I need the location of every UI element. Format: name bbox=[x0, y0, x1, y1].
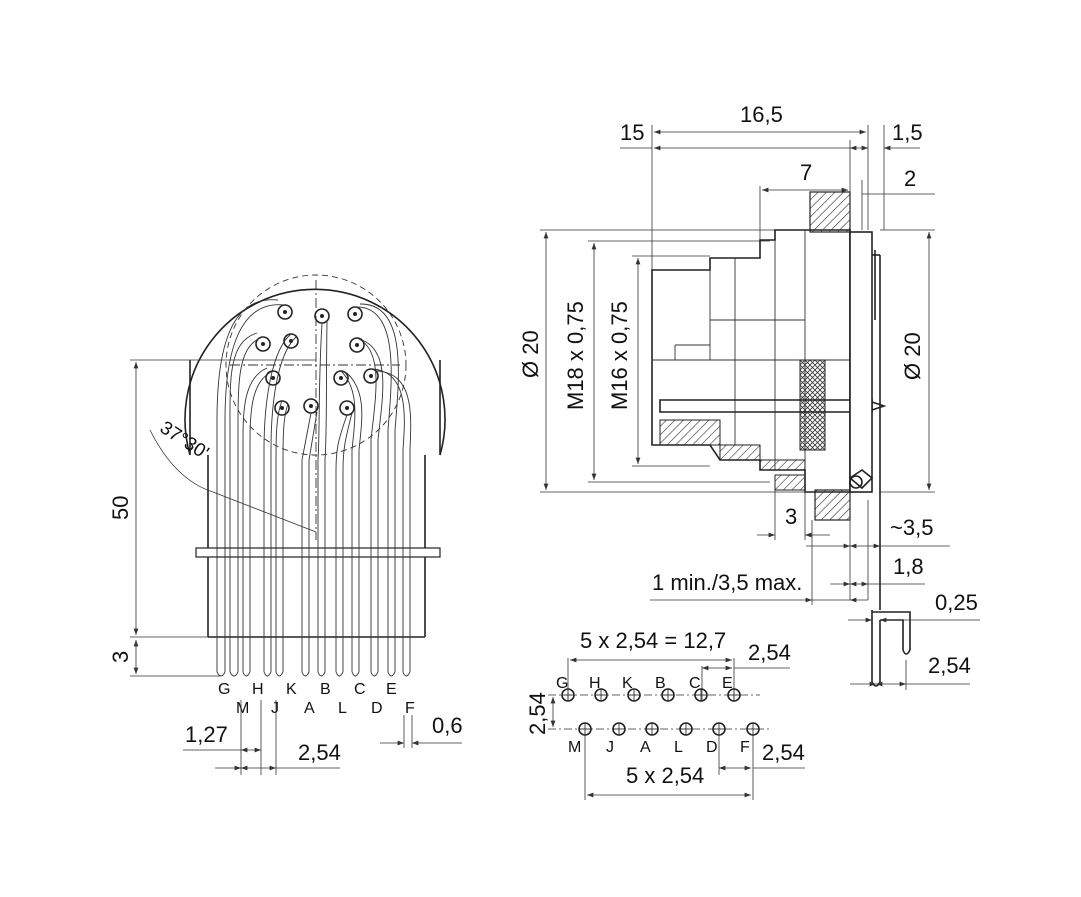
pad-label-g: G bbox=[556, 675, 568, 692]
pin-label-l: L bbox=[338, 700, 347, 717]
dim-footprint-bottom: 5 x 2,54 bbox=[626, 763, 704, 788]
pad-label-j: J bbox=[606, 739, 614, 756]
pad-label-e: E bbox=[722, 675, 733, 692]
dim-total: 16,5 bbox=[740, 102, 783, 127]
pad-label-m: M bbox=[568, 739, 581, 756]
pin-labels: G H K B C E M J A L D F bbox=[218, 681, 415, 717]
dim-footprint-top: 5 x 2,54 = 12,7 bbox=[580, 628, 726, 653]
pin-label-c: C bbox=[354, 681, 366, 698]
dim-15: 15 bbox=[620, 120, 644, 145]
dim-footprint-row: 2,54 bbox=[525, 692, 550, 735]
pin-label-a: A bbox=[304, 700, 315, 717]
dim-18: 1,8 bbox=[893, 554, 924, 579]
pin-label-m: M bbox=[236, 700, 249, 717]
dim-height: 50 bbox=[108, 496, 133, 520]
pcb-footprint: 5 x 2,54 = 12,7 2,54 2,54 G H K bbox=[525, 628, 805, 800]
dim-offset: 3 bbox=[108, 651, 133, 663]
left-view: 37°30' 50 3 G H K B C E M J A L D F bbox=[108, 274, 463, 775]
pin-label-h: H bbox=[252, 681, 264, 698]
pin-label-k: K bbox=[286, 681, 297, 698]
pad-label-h: H bbox=[589, 675, 601, 692]
pad-label-d: D bbox=[706, 739, 718, 756]
dim-panel: 1 min./3,5 max. bbox=[652, 570, 802, 595]
pad-label-f: F bbox=[740, 739, 750, 756]
dim-254-side: 2,54 bbox=[928, 653, 971, 678]
pin-label-g: G bbox=[218, 681, 230, 698]
pad-label-l: L bbox=[674, 739, 683, 756]
pcb-leads bbox=[216, 299, 412, 672]
pin-label-j: J bbox=[271, 700, 279, 717]
dim-025: 0,25 bbox=[935, 590, 978, 615]
dim-footprint-pitch-top: 2,54 bbox=[748, 640, 791, 665]
contact-pin bbox=[659, 399, 873, 413]
dim-dia-right: Ø 20 bbox=[900, 332, 925, 380]
dim-dia-left: Ø 20 bbox=[518, 330, 543, 378]
dim-35: ~3,5 bbox=[890, 515, 933, 540]
dim-15b: 1,5 bbox=[892, 120, 923, 145]
dim-m16: M16 x 0,75 bbox=[607, 301, 632, 410]
dim-angle: 37°30' bbox=[156, 417, 212, 464]
dim-pitch-half: 1,27 bbox=[185, 722, 228, 747]
pad-label-c: C bbox=[689, 675, 701, 692]
pin-label-b: B bbox=[320, 681, 331, 698]
pads-top-row bbox=[561, 688, 741, 702]
dim-m18: M18 x 0,75 bbox=[563, 301, 588, 410]
pad-label-a: A bbox=[640, 739, 651, 756]
dim-2: 2 bbox=[904, 166, 916, 191]
dim-pin-width: 0,6 bbox=[432, 713, 463, 738]
dim-footprint-pitch-bottom: 2,54 bbox=[762, 740, 805, 765]
panel-top bbox=[809, 191, 851, 233]
dim-7: 7 bbox=[800, 160, 812, 185]
pin-label-f: F bbox=[405, 700, 415, 717]
pad-label-k: K bbox=[622, 675, 633, 692]
pin-label-e: E bbox=[386, 681, 397, 698]
side-view: 16,5 15 1,5 7 2 Ø 20 M18 x 0,75 M16 x 0,… bbox=[518, 102, 980, 690]
dim-pitch: 2,54 bbox=[298, 740, 341, 765]
panel-bottom bbox=[814, 489, 851, 521]
pad-label-b: B bbox=[655, 675, 666, 692]
pin-label-d: D bbox=[371, 700, 383, 717]
dim-3: 3 bbox=[785, 504, 797, 529]
